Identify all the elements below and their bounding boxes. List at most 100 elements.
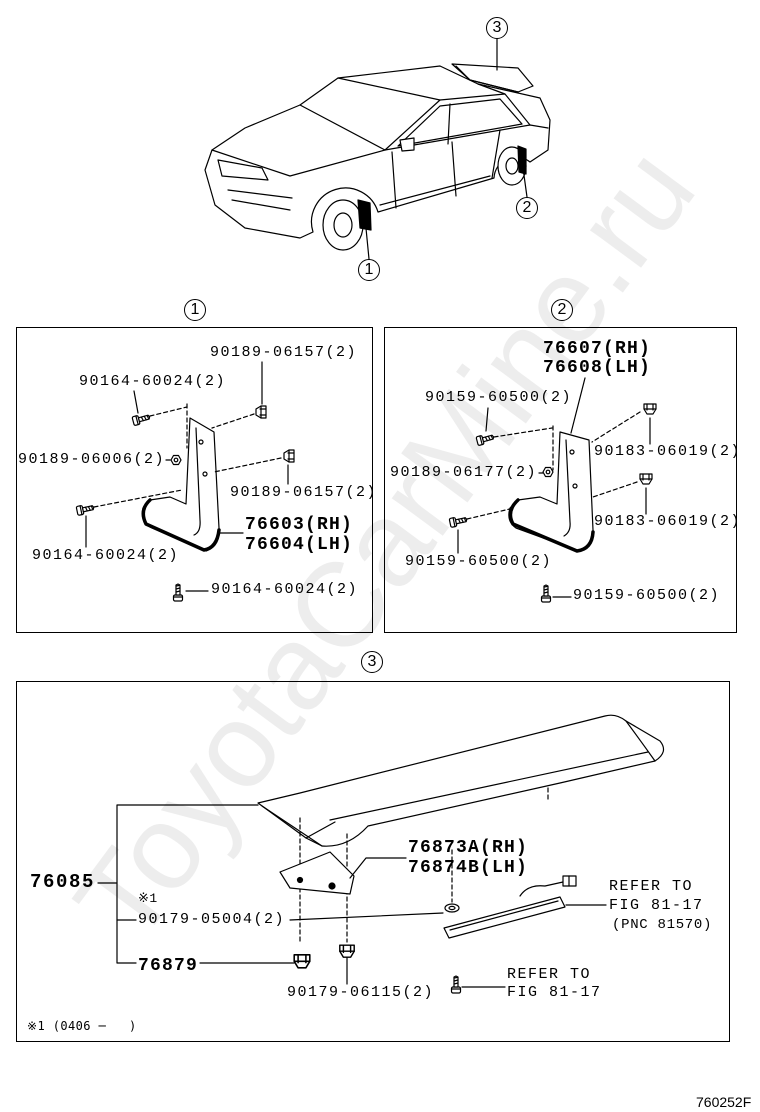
rear-wheel-hub	[505, 157, 519, 175]
diagram-code: 760252F	[696, 1094, 752, 1110]
front-mudguard-rib	[193, 427, 201, 536]
front-mudguard-marker	[357, 199, 372, 231]
side-windows	[397, 98, 523, 147]
mounting-hole	[202, 471, 208, 477]
section-3-frame	[16, 681, 730, 1042]
mudguard-rh-part-number: 76607(RH)	[543, 339, 652, 359]
mudguard-lh-part-number: 76604(LH)	[245, 535, 354, 555]
screw-upper-part-number: 90159-60500(2)	[425, 389, 573, 406]
leader-lines	[85, 361, 289, 592]
clip-lower	[283, 449, 295, 463]
front-mudguard-edge	[141, 498, 221, 552]
roof-edge	[439, 83, 531, 126]
clip-lower	[639, 473, 653, 485]
vehicle-overview	[204, 38, 551, 260]
callout-rear-mudguard: 2	[516, 197, 538, 219]
bracket-rh-part-number: 76873A(RH)	[408, 838, 529, 858]
stop-lamp-wire	[519, 881, 564, 897]
screw-bottom-part-number: 90159-60500(2)	[573, 587, 721, 604]
clip-part-number: 76879	[138, 956, 199, 976]
door-lines	[379, 129, 501, 209]
bracket-stud	[328, 882, 336, 890]
section-3-drawing	[97, 714, 665, 994]
bracket-stud	[296, 876, 304, 884]
rear-mudguard-edge	[508, 498, 595, 553]
mounting-hole	[198, 439, 204, 445]
headlight	[217, 159, 269, 181]
spoiler-clip-nut	[339, 944, 355, 958]
callout-spoiler: 3	[486, 17, 508, 39]
section-1-number: 1	[184, 299, 206, 321]
spoiler-part-number: 76085	[30, 871, 96, 893]
rear-mudguard-marker	[517, 145, 527, 175]
lamp-reference-pnc: (PNC 81570)	[612, 917, 713, 933]
assembly-dashed-lines	[93, 403, 282, 508]
section-2-drawing	[448, 377, 657, 603]
section-3-number: 3	[361, 651, 383, 673]
screw-side-part-number: 90159-60500(2)	[405, 553, 553, 570]
bracket-lh-part-number: 76874B(LH)	[408, 858, 529, 878]
section-2-number: 2	[551, 299, 573, 321]
screw-reference-line-1: REFER TO	[507, 966, 592, 983]
mudguard-lh-part-number: 76608(LH)	[543, 358, 652, 378]
rear-mudguard-rib	[563, 439, 571, 537]
screw-bottom	[540, 584, 552, 603]
callout-2-leader	[522, 167, 528, 198]
clip-upper-part-number: 90183-06019(2)	[594, 443, 742, 460]
side-mirror	[399, 137, 415, 152]
note-mark: ※1	[138, 891, 158, 906]
nut	[542, 466, 554, 478]
assembly-dashed-lines	[466, 411, 641, 520]
callout-front-mudguard: 1	[358, 259, 380, 281]
stop-lamp-lens-line	[449, 900, 559, 931]
screw-upper	[131, 411, 152, 427]
leader-lines	[457, 377, 651, 598]
belt-line	[384, 124, 549, 151]
rear-spoiler-crease	[261, 720, 656, 847]
rear-mudguard	[508, 431, 594, 552]
mudguard-rh-part-number: 76603(RH)	[245, 515, 354, 535]
clip-upper-part-number: 90189-06157(2)	[210, 344, 358, 361]
mounting-hole	[569, 449, 575, 455]
lamp-reference-line-1: REFER TO	[609, 878, 694, 895]
clip-upper	[255, 405, 267, 419]
screw-side-part-number: 90164-60024(2)	[32, 547, 180, 564]
front-grille	[227, 189, 293, 211]
rear-spoiler-shading	[455, 65, 519, 93]
section-1-drawing	[75, 361, 295, 602]
windshield	[299, 77, 441, 151]
clip-nut-part-number: 90179-06115(2)	[287, 984, 435, 1001]
spoiler-bracket	[279, 851, 355, 895]
screw-upper	[475, 431, 496, 447]
front-wheel-hub	[333, 212, 353, 238]
washer-part-number: 90179-05004(2)	[138, 911, 286, 928]
clip-lower-part-number: 90183-06019(2)	[594, 513, 742, 530]
hood-crease	[211, 149, 386, 177]
screw-upper-part-number: 90164-60024(2)	[79, 373, 227, 390]
lamp-screw	[450, 975, 462, 994]
screw-reference-line-2: FIG 81-17	[507, 984, 602, 1001]
spoiler-clip	[293, 954, 311, 969]
nut-part-number: 90189-06006(2)	[18, 451, 166, 468]
rear-spoiler	[257, 714, 665, 847]
nut-part-number: 90189-06177(2)	[390, 464, 538, 481]
stop-lamp	[443, 896, 566, 939]
washer	[444, 903, 460, 913]
front-mudguard	[141, 417, 220, 552]
section-2-frame	[384, 327, 737, 633]
clip-upper	[643, 403, 657, 415]
footnote: ※1 (0406 ─ )	[27, 1019, 137, 1033]
screw-side	[448, 514, 469, 529]
clip-lower-part-number: 90189-06157(2)	[230, 484, 378, 501]
lamp-reference-line-2: FIG 81-17	[609, 897, 704, 914]
front-wheel	[322, 199, 364, 251]
callout-1-leader	[364, 217, 370, 260]
mounting-hole	[572, 483, 578, 489]
section-1-frame	[16, 327, 373, 633]
leader-lines	[97, 804, 607, 988]
screw-bottom-part-number: 90164-60024(2)	[211, 581, 359, 598]
nut	[170, 454, 182, 466]
screw-side	[75, 502, 96, 517]
screw-bottom	[172, 583, 184, 602]
